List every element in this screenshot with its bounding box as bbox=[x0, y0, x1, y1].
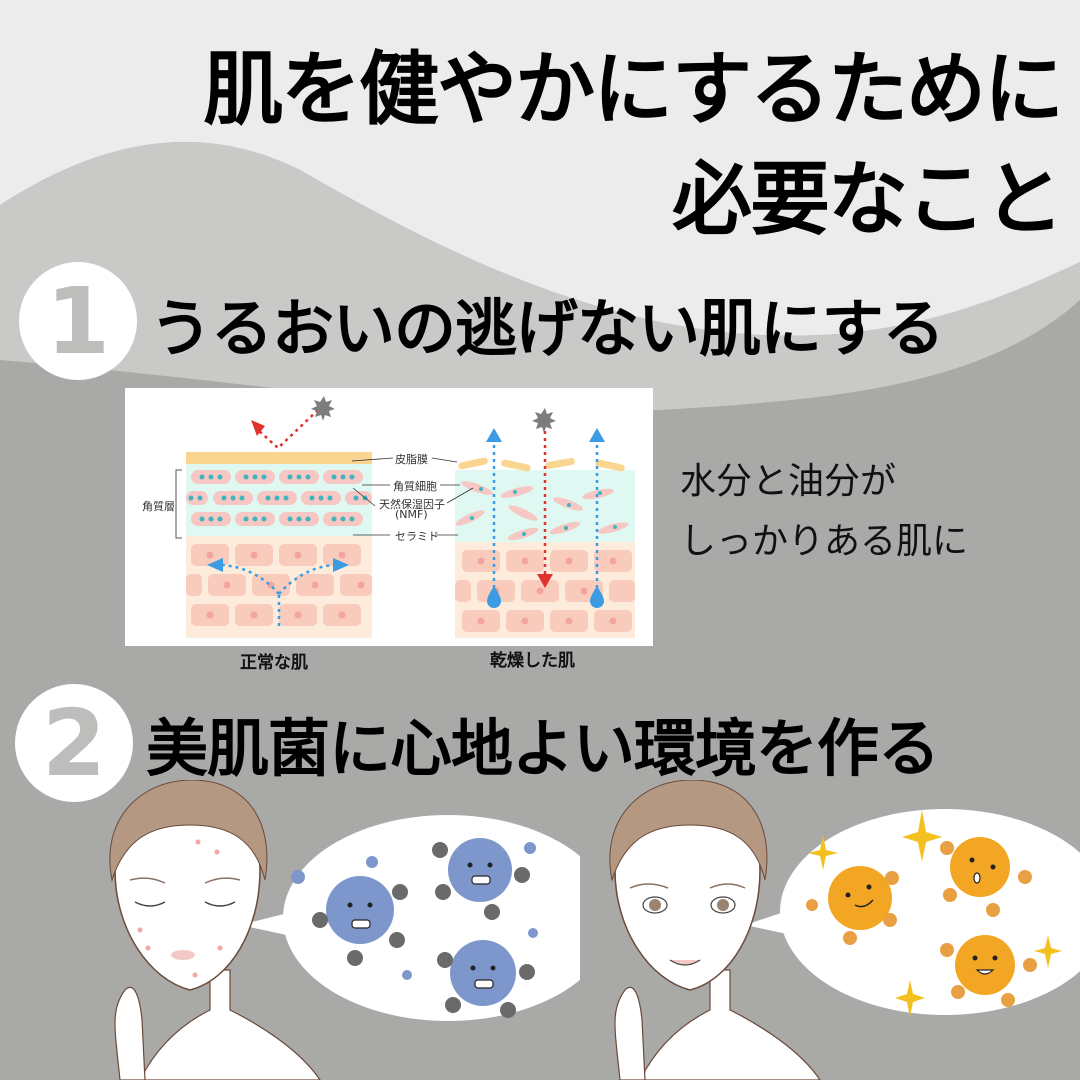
normal-skin-illustration bbox=[175, 396, 394, 638]
label-nmf-abbr: (NMF) bbox=[395, 508, 428, 521]
bad-bacteria-icon bbox=[450, 940, 516, 1006]
page-title-line-1: 肌を健やかにするために bbox=[203, 43, 1064, 136]
page-title-line-2: 必要なこと bbox=[672, 153, 1064, 246]
caption-normal-skin: 正常な肌 bbox=[240, 653, 308, 673]
uv-ray-icon bbox=[311, 396, 335, 421]
section-1-number-badge: 1 bbox=[19, 262, 137, 380]
label-sebum-film: 皮脂膜 bbox=[395, 453, 428, 466]
uv-ray-icon bbox=[532, 408, 556, 433]
water-drop-icon bbox=[487, 586, 501, 608]
good-bacteria-icon bbox=[950, 837, 1010, 897]
message-line-2: しっかりある肌に bbox=[680, 521, 969, 562]
caption-dry-skin: 乾燥した肌 bbox=[490, 651, 575, 671]
good-bacteria-icon bbox=[955, 935, 1015, 995]
bad-bacteria-icon bbox=[448, 838, 512, 902]
skin-barrier-diagram: 皮脂膜 角質細胞 天然保湿因子 (NMF) セラミド 角質層 bbox=[125, 388, 653, 646]
dry-skin-illustration bbox=[431, 408, 635, 638]
troubled-skin-illustration bbox=[109, 780, 580, 1080]
water-drop-icon bbox=[590, 586, 604, 608]
section-1-title: うるおいの逃げない肌にする bbox=[150, 292, 945, 365]
good-bacteria-icon bbox=[828, 866, 892, 930]
bad-bacteria-icon bbox=[326, 876, 394, 944]
label-nmf: 天然保湿因子 bbox=[379, 498, 445, 511]
label-corneocyte: 角質細胞 bbox=[393, 480, 437, 493]
moisture-oil-message: 水分と油分が しっかりある肌に bbox=[680, 452, 968, 572]
healthy-skin-illustration bbox=[609, 780, 1080, 1080]
label-stratum-corneum: 角質層 bbox=[142, 500, 175, 513]
sparkle-icon bbox=[808, 810, 1062, 1017]
section-2-number-badge: 2 bbox=[15, 684, 133, 802]
section-2-title: 美肌菌に心地よい環境を作る bbox=[146, 712, 940, 785]
label-ceramide: セラミド bbox=[395, 530, 439, 543]
message-line-1: 水分と油分が bbox=[680, 461, 897, 502]
